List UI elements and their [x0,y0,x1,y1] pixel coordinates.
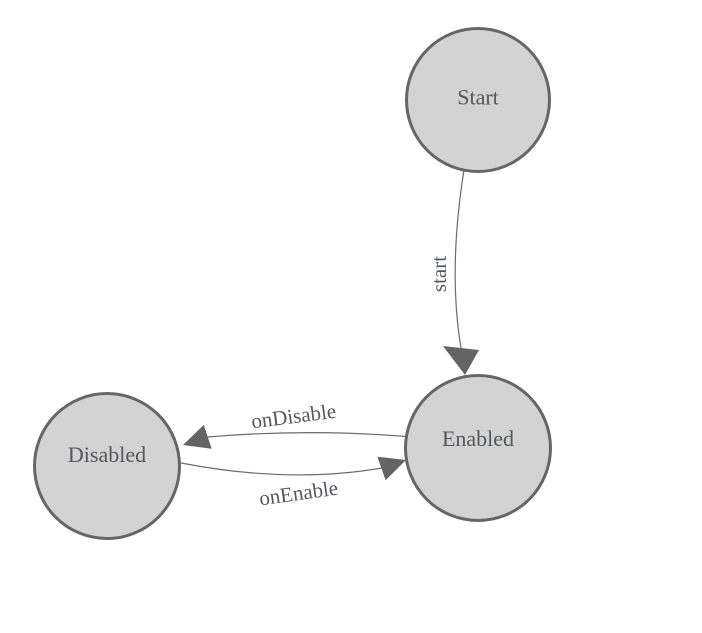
arrowhead-start-to-enabled-icon [443,346,479,375]
edge-label-onenable: onEnable [258,476,340,511]
arrowhead-disabled-to-enabled-icon [377,456,406,481]
node-start [405,27,551,173]
arrowhead-enabled-to-disabled-icon [183,424,212,449]
node-enabled [404,374,552,522]
edge-label-start: start [427,256,451,292]
edge-start-to-enabled [454,169,465,349]
node-enabled-label: Enabled [442,426,514,451]
edge-label-ondisable: onDisable [250,399,338,434]
edge-enabled-to-disabled [207,432,407,438]
node-disabled-label: Disabled [68,442,146,467]
node-disabled [33,392,181,540]
edge-disabled-to-enabled [180,462,383,476]
node-start-label: Start [457,85,499,110]
